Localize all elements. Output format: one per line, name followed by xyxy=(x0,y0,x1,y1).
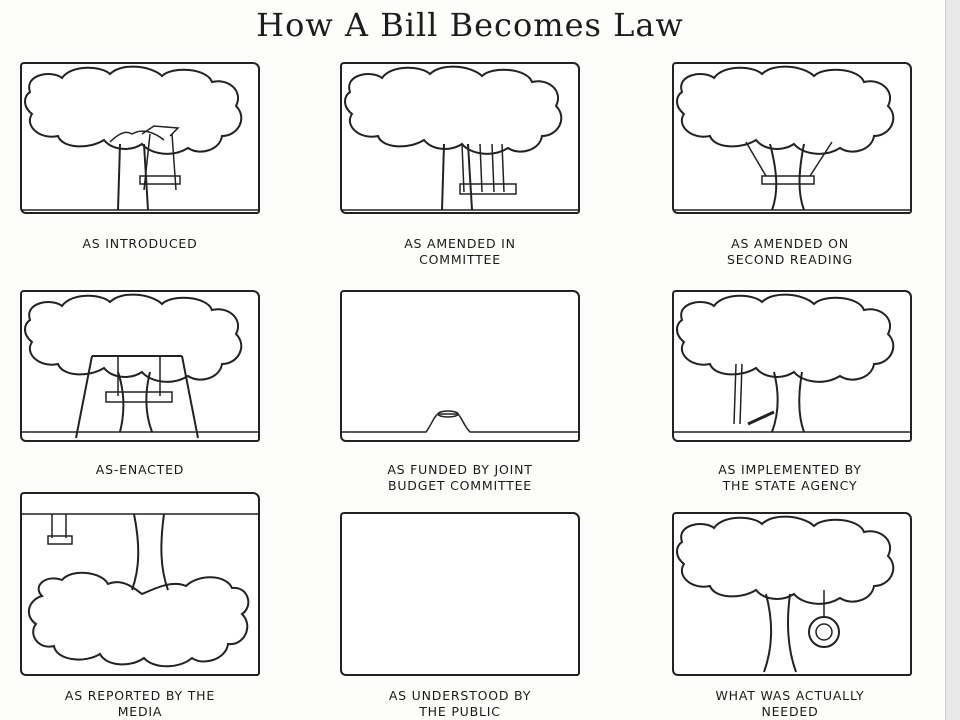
empty-panel-drawing xyxy=(342,514,578,674)
panel-caption: As-Enacted xyxy=(20,462,260,478)
tree-swing-drawing xyxy=(22,65,258,211)
caption-line-1: As Understood By xyxy=(388,688,532,703)
caption-line-2: Second Reading xyxy=(726,252,854,267)
caption-line-2: The Public xyxy=(419,704,501,719)
panel-illustration xyxy=(20,290,260,442)
caption-line-1: As Amended On xyxy=(731,236,849,251)
panel-caption: As Amended On Second Reading xyxy=(660,236,920,268)
panel-caption: As Reported By The Media xyxy=(20,688,260,720)
upside-down-tree-drawing xyxy=(22,513,258,668)
caption-line-2: Needed xyxy=(761,704,819,719)
tree-swing-drawing xyxy=(342,65,578,211)
caption-line-1: As Implemented By xyxy=(718,462,862,477)
caption-line-1: As-Enacted xyxy=(95,462,185,477)
caption-line-1: As Funded By Joint xyxy=(387,462,533,477)
panel-caption: As Implemented By The State Agency xyxy=(660,462,920,494)
caption-line-2: Committee xyxy=(419,252,501,267)
caption-line-1: As Introduced xyxy=(82,236,198,251)
tire-swing-drawing xyxy=(676,515,895,673)
caption-line-2: Budget Committee xyxy=(387,478,532,493)
tree-swing-drawing xyxy=(22,293,258,439)
caption-line-1: As Reported By The xyxy=(64,688,216,703)
panel-illustration xyxy=(20,492,260,676)
panel-illustration xyxy=(340,512,580,676)
caption-line-2: Media xyxy=(117,704,163,719)
stump-drawing xyxy=(342,410,578,433)
tree-swing-drawing xyxy=(674,293,910,433)
panel-illustration xyxy=(672,512,912,676)
panel-caption: As Amended In Committee xyxy=(330,236,590,268)
panel-caption: As Funded By Joint Budget Committee xyxy=(330,462,590,494)
panel-illustration xyxy=(340,290,580,442)
panel-illustration xyxy=(20,62,260,214)
panel-illustration xyxy=(672,290,912,442)
panel-caption: As Understood By The Public xyxy=(330,688,590,720)
panel-illustration xyxy=(672,62,912,214)
page-title: How A Bill Becomes Law xyxy=(256,6,684,44)
panel-caption: As Introduced xyxy=(20,236,260,252)
panel-illustration xyxy=(340,62,580,214)
caption-line-2: The State Agency xyxy=(722,478,858,493)
tree-swing-drawing xyxy=(674,65,910,211)
panel-caption: What Was Actually Needed xyxy=(660,688,920,720)
scan-edge xyxy=(945,0,960,720)
caption-line-1: As Amended In xyxy=(404,236,516,251)
caption-line-1: What Was Actually xyxy=(715,688,865,703)
